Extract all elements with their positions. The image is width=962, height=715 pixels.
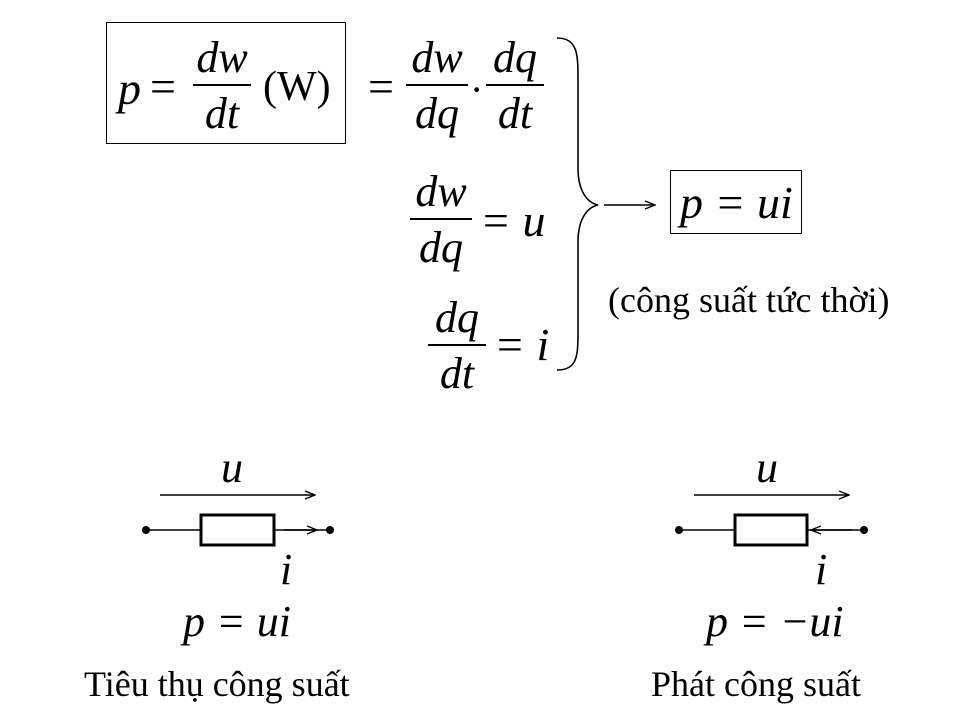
left-resistor [199,513,276,547]
left-power-formula: p = ui [183,597,291,646]
right-voltage-label: u [756,443,778,492]
fraction-bar [486,84,544,86]
right-current-label: i [815,545,828,594]
chain-f2-denominator: dt [497,89,533,138]
definition-numerator: dw [196,33,248,82]
left-caption: Tiêu thụ công suất [84,664,350,704]
fraction-bar [406,84,468,86]
right-power-formula: p = −ui [706,597,844,646]
chain-f1-denominator: dq [415,89,459,138]
voltage-numerator: dw [415,167,467,216]
chain-fraction-1: dw dq [406,36,468,136]
voltage-rhs: = u [480,195,546,246]
definition-p: p [118,63,141,114]
result-box [670,170,802,234]
voltage-fraction: dw dq [410,170,472,270]
definition-equals: = [150,61,176,112]
right-curly-brace [556,37,599,371]
definition-denominator: dt [204,89,240,138]
right-caption: Phát công suất [651,664,861,704]
result-caption: (công suất tức thời) [608,280,890,320]
right-resistor [733,513,809,547]
left-circuit [142,495,334,547]
definition-unit: (W) [263,64,331,110]
left-voltage-label: u [221,443,243,492]
definition-fraction: dw dt [193,36,251,136]
fraction-bar [193,84,251,86]
voltage-denominator: dq [419,223,463,272]
current-rhs: = i [494,319,550,370]
current-denominator: dt [439,349,475,398]
fraction-bar [428,344,486,346]
chain-f1-numerator: dw [411,33,463,82]
definition-box [106,22,346,144]
chain-equals: = [368,61,394,112]
current-numerator: dq [435,293,479,342]
chain-fraction-2: dq dt [486,36,544,136]
chain-dot: · [470,67,484,112]
right-circuit [675,495,868,547]
current-fraction: dq dt [428,296,486,396]
left-current-label: i [280,545,293,594]
fraction-bar [410,218,472,220]
result-formula: p = ui [680,177,793,228]
chain-f2-numerator: dq [493,33,537,82]
